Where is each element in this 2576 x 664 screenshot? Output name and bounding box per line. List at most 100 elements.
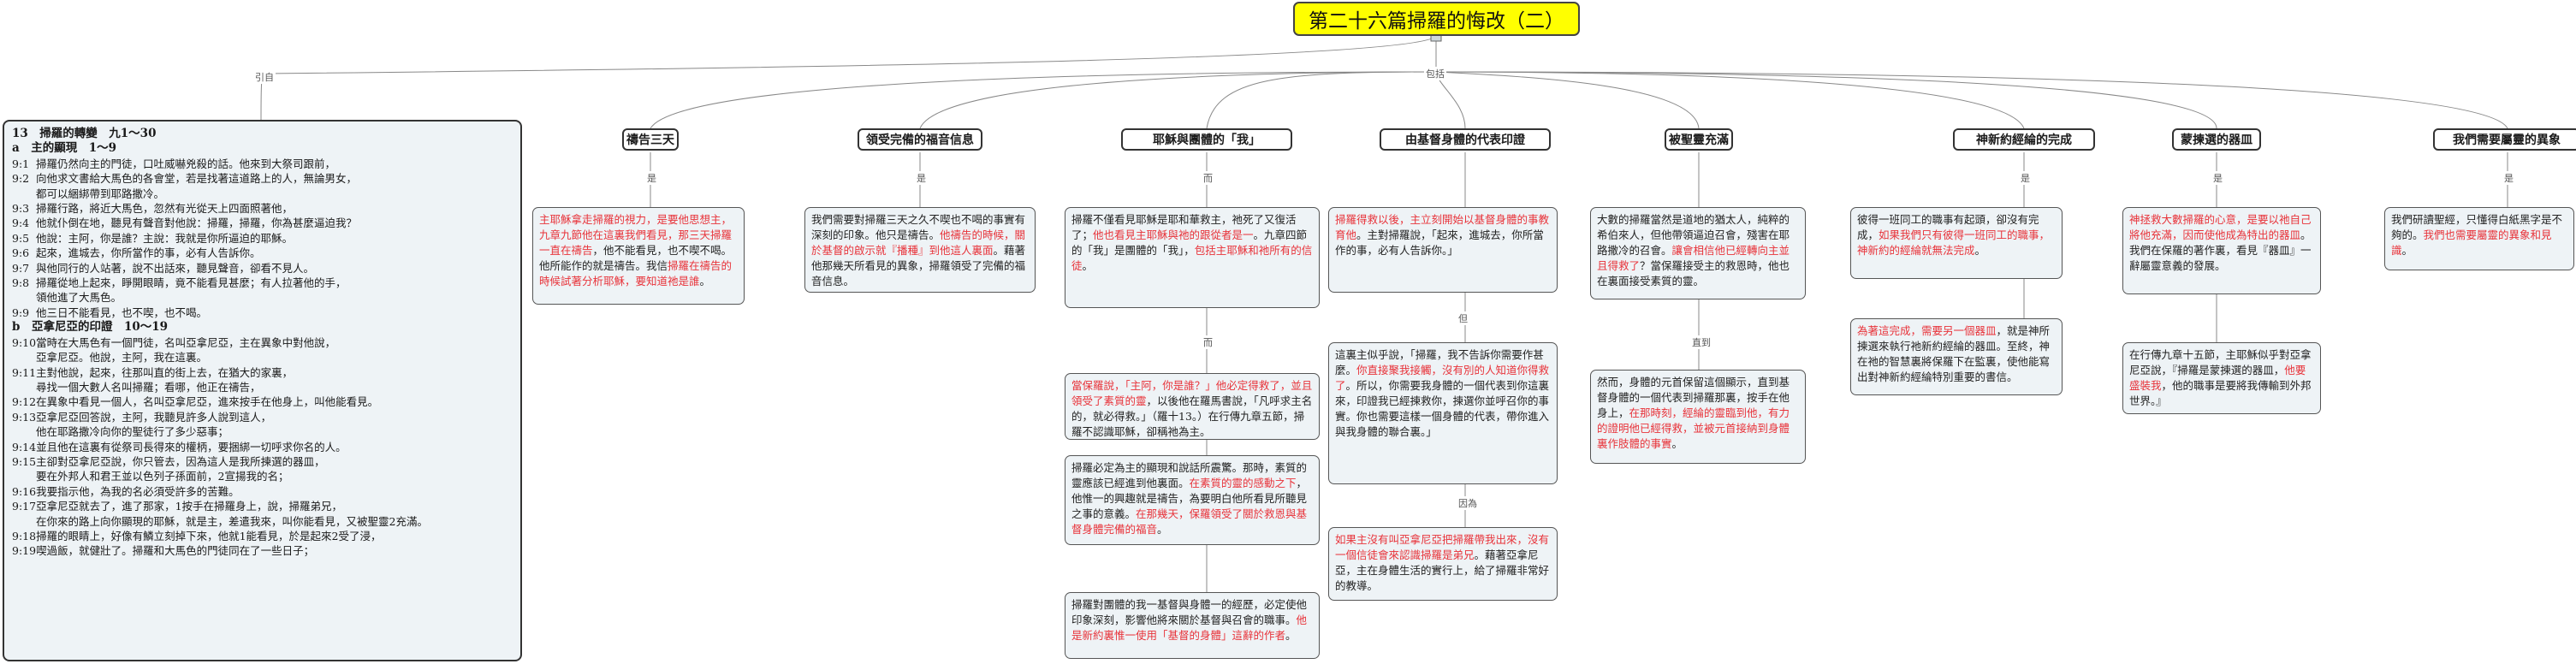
- connector-label: 是: [2502, 171, 2515, 185]
- highlight-text: 那三天掃羅一直在禱告: [539, 228, 733, 257]
- connector-label: 但: [1457, 311, 1469, 325]
- note-text: 在行傳九章十五節，主耶穌似乎對亞拿尼亞說，『掃羅是蒙揀選的器皿，: [2129, 348, 2312, 376]
- verse-text: 他三日不能看見，也不喫，也不喝。: [36, 305, 208, 319]
- verse-text: 掃羅行路，將近大馬色，忽然有光從天上四面照著他，: [36, 202, 294, 216]
- note-text: 然而，身體的元首保留這個顯示，直到基督身體的一個代表到掃羅那裏，按手在他身上，: [1597, 376, 1790, 419]
- note-text: 掃羅不僅看見耶穌是耶和華救主，祂死了又復活了；: [1071, 213, 1297, 241]
- highlight-text: 他禱告的時候，關於基督的啟示就『播種』到他這人裏面: [811, 228, 1026, 257]
- note-text: 。: [699, 275, 711, 288]
- root-title: 第二十六篇掃羅的悔改（二）: [1293, 2, 1580, 36]
- verse-text: 都可以綑綁帶到耶路撒冷。: [36, 187, 165, 200]
- verse-line: 9:10當時在大馬色有一個門徒，名叫亞拿尼亞，主在異象中對他說，: [12, 335, 513, 350]
- note-pray-three-days: 主耶穌拿走掃羅的視力，是要他思想主，九章九節他在這裏我們看見，那三天掃羅一直在禱…: [532, 207, 745, 305]
- note-text: 。: [1671, 437, 1683, 450]
- note-spirit-came: 然而，身體的元首保留這個顯示，直到基督身體的一個代表到掃羅那裏，按手在他身上，在…: [1590, 370, 1806, 464]
- verse-number: 9:10: [12, 335, 37, 349]
- verse-line: 亞拿尼亞。他說，主阿，我在這裏。: [12, 350, 513, 365]
- verse-line: 9:18掃羅的眼睛上，好像有鱗立刻掉下來，他就1能看見，於是起來2受了浸，: [12, 529, 513, 543]
- highlight-text: 掃羅在禱告的時候試著分析耶穌，要知道祂是誰: [539, 259, 733, 288]
- note-text: 。藉著亞拿尼亞，主在身體生活的實行上，給了掃羅非常好的教導。: [1335, 548, 1550, 592]
- passage-heading: 13 掃羅的轉變 九1～30: [12, 127, 157, 140]
- note-educated-body: 掃羅得救以後，主立刻開始以基督身體的事教育他。主對掃羅說，「起來，進城去，你所當…: [1328, 207, 1558, 293]
- verse-text: 向他求文書給大馬色的各會堂，若是找著這道路上的人，無論男女，: [36, 172, 358, 186]
- note-need-vision: 我們研讀聖經，只懂得白紙黑字是不夠的。我們也需要屬靈的異象和見識。: [2384, 207, 2574, 270]
- verse-line: 9:11主對他說，起來，往那叫直的街上去，在猶大的家裏，: [12, 365, 513, 380]
- verse-line: 都可以綑綁帶到耶路撒冷。: [12, 187, 513, 201]
- connector-label: 直到: [1690, 335, 1712, 349]
- note-text: 。: [2401, 244, 2413, 257]
- note-text: 我們需要對掃羅三天之久不喫也不喝的事實有深刻的印象。他只是禱告。: [811, 213, 1026, 241]
- verse-text: 在異象中看見一個人，名叫亞拿尼亞，進來按手在他身上，叫他能看見。: [36, 395, 379, 409]
- section-b-verses: 9:10當時在大馬色有一個門徒，名叫亞拿尼亞，主在異象中對他說，亞拿尼亞。他說，…: [12, 335, 513, 559]
- highlight-text: 當保羅說，「主阿，你是誰？」他必定得救了，並且領受了素質的靈: [1071, 379, 1313, 407]
- verse-text: 主對他說，起來，往那叫直的街上去，在猶大的家裏，: [36, 365, 294, 379]
- verse-number: 9:6: [12, 246, 30, 260]
- highlight-text: 我們也需要屬靈的異象和見識: [2391, 228, 2552, 257]
- highlight-text: 包括主耶穌和祂所有的信徒: [1071, 244, 1313, 272]
- verse-number: 9:17: [12, 500, 37, 513]
- verse-number: 9:5: [12, 231, 30, 245]
- note-text: ，他惟一的興趣就是禱告，為要明白他所看見所聽見之事的意義。: [1071, 477, 1308, 520]
- verse-number: 9:2: [12, 172, 30, 186]
- topic-pray-three-days: 禱告三天: [622, 128, 679, 151]
- verse-text: 當時在大馬色有一個門徒，名叫亞拿尼亞，主在異象中對他說，: [36, 335, 336, 349]
- note-ananias-teaching: 如果主沒有叫亞拿尼亞把掃羅帶我出來，沒有一個信徒會來認識掃羅是弟兄。藉著亞拿尼亞…: [1328, 527, 1558, 601]
- highlight-text: 他要盛裝我: [2129, 364, 2306, 392]
- connector-label: 因為: [1457, 496, 1479, 510]
- verse-number: 9:11: [12, 365, 37, 379]
- highlight-text: 神拯救大數掃羅的心意，是要以祂自己將他充滿，因而使他成為特出的器皿: [2129, 213, 2312, 241]
- highlight-text: 讓會相信他已經轉向主並且得救了: [1597, 244, 1790, 272]
- connector-label: 是: [915, 171, 928, 185]
- note-text: 。藉著他那幾天所看見的異象，掃羅領受了完備的福音信息。: [811, 244, 1026, 288]
- highlight-text: 你直接聚我接觸，沒有別的人知道你得救了: [1335, 364, 1550, 392]
- highlight-text: 在素質的靈的感動之下: [1189, 477, 1297, 489]
- verse-line: 領他進了大馬色。: [12, 290, 513, 305]
- verse-line: 9:9 他三日不能看見，也不喫，也不喝。: [12, 305, 513, 320]
- verse-number: 9:12: [12, 395, 37, 409]
- note-text: ，以後他在羅馬書說，「凡呼求主名的，就必得救。」（羅十13。）在行傳九章五節，掃…: [1071, 394, 1313, 438]
- verse-number: 9:16: [12, 484, 37, 498]
- topic-confirmation: 由基督身體的代表印證: [1380, 128, 1551, 151]
- connector-label: 是: [645, 171, 658, 185]
- verse-line: 9:12在異象中看見一個人，名叫亞拿尼亞，進來按手在他身上，叫他能看見。: [12, 394, 513, 409]
- verse-text: 亞拿尼亞回答說，主阿，我聽見許多人說到這人，: [36, 410, 272, 424]
- verse-line: 在你來的路上向你顯現的耶穌，就是主，差遣我來，叫你能看見，又被聖靈2充滿。: [12, 514, 513, 529]
- connector-label: 而: [1202, 335, 1214, 349]
- topic-economy-completion: 神新約經綸的完成: [1953, 128, 2095, 151]
- verse-text: 亞拿尼亞。他說，主阿，我在這裏。: [36, 351, 208, 365]
- verse-line: 9:19喫過飯，就健壯了。掃羅和大馬色的門徒同在了一些日子；: [12, 543, 513, 558]
- highlight-text: 在那時刻，經綸的靈臨到他，有力的證明他已經得救，並被元首接納到身體裏作肢體的事實: [1597, 406, 1790, 450]
- highlight-text: 如果主沒有叫亞拿尼亞把掃羅帶我出來，沒有一個信徒會來認識掃羅是弟兄: [1335, 533, 1550, 561]
- verse-text: 他說：主阿，你是誰？主說：我就是你所逼迫的耶穌。: [36, 231, 294, 245]
- note-text: 彼得一班同工的職事有起頭，卻沒有完成，: [1857, 213, 2039, 241]
- note-corporate-me: 掃羅不僅看見耶穌是耶和華救主，祂死了又復活了；他也看見主耶穌與祂的跟從者是一。九…: [1065, 207, 1320, 308]
- note-text: 。我們在保羅的著作裏，看見『器皿』一辭屬靈意義的發展。: [2129, 228, 2312, 272]
- topic-spiritual-vision: 我們需要屬靈的異象: [2433, 128, 2576, 151]
- verse-text: 我要指示他，為我的名必須受許多的苦難。: [36, 484, 240, 498]
- note-shocked-by-lord: 掃羅必定為主的顯現和說話所震驚。那時，素質的靈應該已經進到他裏面。在素質的靈的感…: [1065, 455, 1320, 545]
- verse-text: 掃羅仍然向主的門徒，口吐威嚇兇殺的話。他來到大祭司跟前，: [36, 157, 336, 170]
- verse-text: 並且他在這裏有從祭司長得來的權柄，要捆綁一切呼求你名的人。: [36, 440, 347, 454]
- note-text: 。: [1974, 244, 1986, 257]
- verse-number: 9:9: [12, 305, 30, 319]
- verse-number: 9:14: [12, 440, 37, 454]
- verse-line: 9:17亞拿尼亞就去了，進了那家，1按手在掃羅身上，說，掃羅弟兄，: [12, 499, 513, 513]
- verse-line: 9:15主卻對亞拿尼亞說，你只管去，因為這人是我所揀選的器皿，: [12, 454, 513, 469]
- topic-corporate-me: 耶穌與團體的「我」: [1121, 128, 1292, 151]
- verse-line: 9:16我要指示他，為我的名必須受許多的苦難。: [12, 484, 513, 499]
- note-text: 。: [1157, 523, 1168, 536]
- note-saul-jewish: 大數的掃羅當然是道地的猶太人，純粹的希伯來人，但他帶領逼迫召會，殘害在耶路撒冷的…: [1590, 207, 1806, 299]
- note-complete-gospel: 我們需要對掃羅三天之久不喫也不喝的事實有深刻的印象。他只是禱告。他禱告的時候，關…: [804, 207, 1036, 293]
- verse-number: 9:3: [12, 202, 30, 216]
- verse-text: 掃羅從地上起來，睜開眼睛，竟不能看見甚麼；有人拉著他的手，: [36, 276, 347, 290]
- verse-text: 掃羅的眼睛上，好像有鱗立刻掉下來，他就1能看見，於是起來2受了浸，: [36, 529, 382, 542]
- verse-text: 在你來的路上向你顯現的耶穌，就是主，差遣我來，叫你能看見，又被聖靈2充滿。: [36, 514, 428, 528]
- note-text: 掃羅對團體的我一基督與身體一的經歷，必定使他印象深刻，影響他將來關於基督與召會的…: [1071, 598, 1308, 626]
- note-text: 。: [1285, 629, 1297, 642]
- connector-label: 是: [2019, 171, 2032, 185]
- verse-line: 他在耶路撒冷向你的聖徒行了多少惡事；: [12, 424, 513, 439]
- verse-text: 與他同行的人站著，說不出話來，聽見聲音，卻看不見人。: [36, 261, 315, 275]
- topic-filled-spirit: 被聖靈充滿: [1665, 128, 1733, 151]
